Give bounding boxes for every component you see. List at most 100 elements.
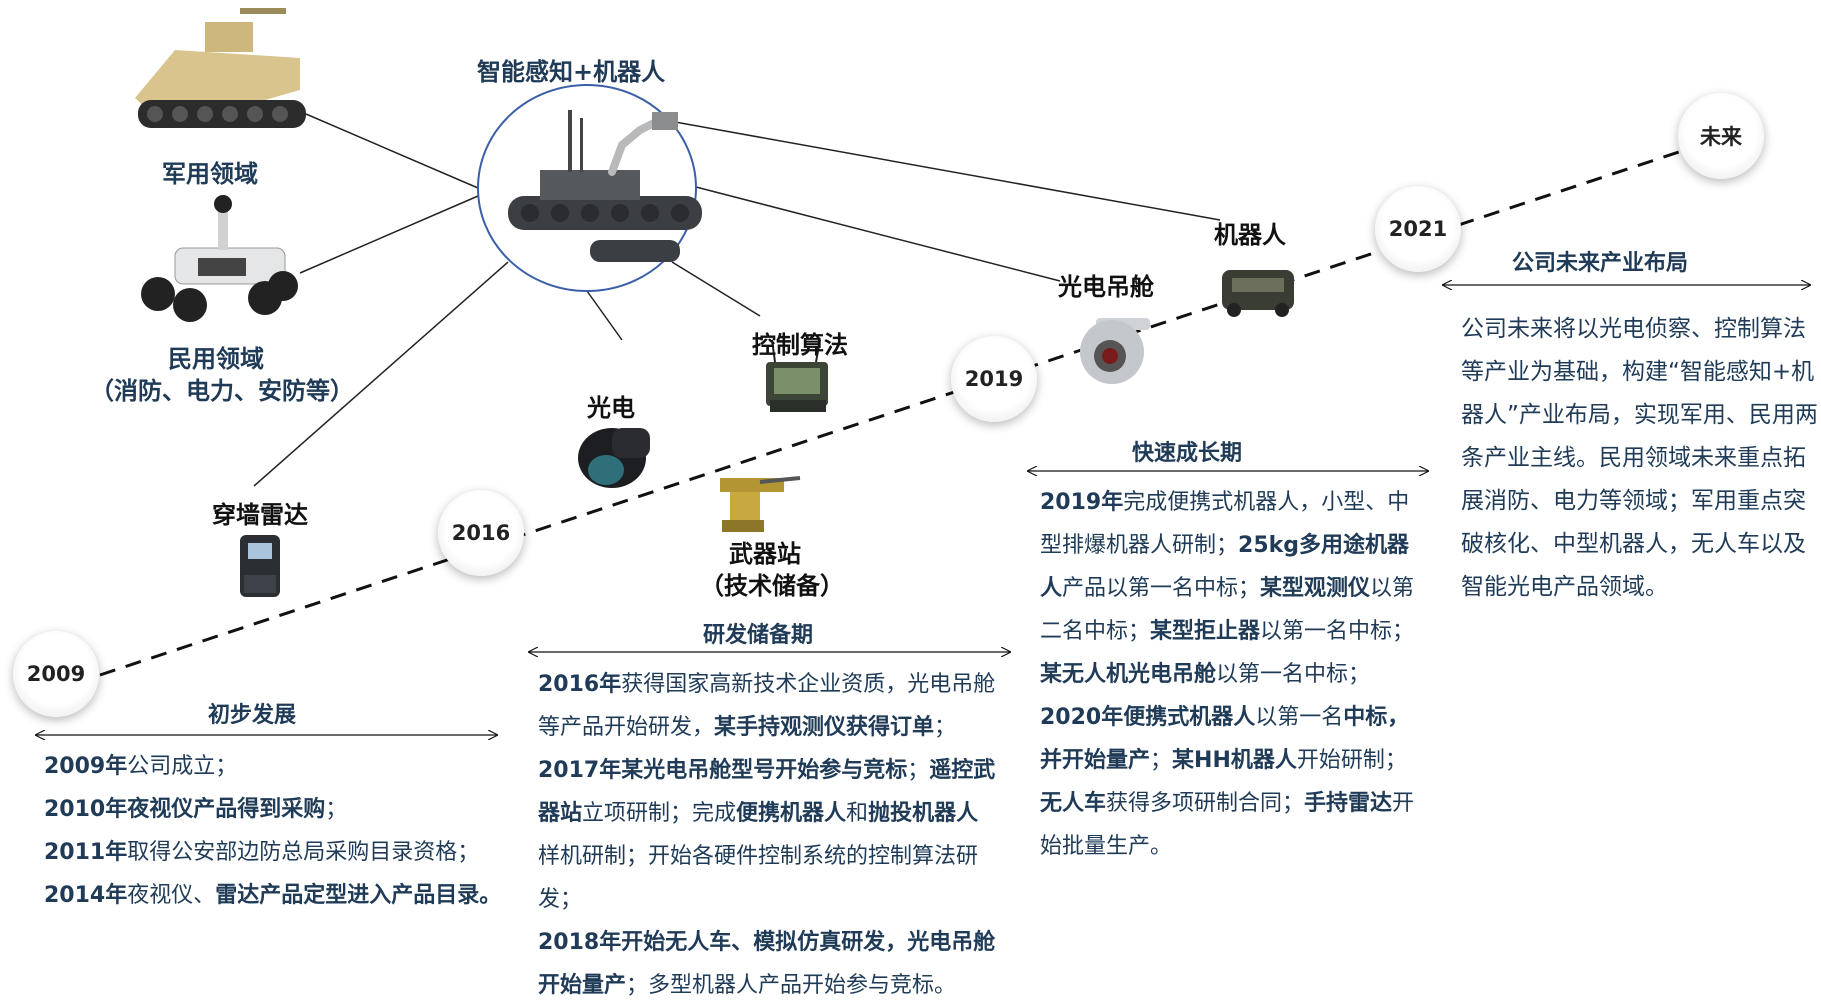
text-run: 型排爆机器人研制； [1040,533,1239,558]
control-console-image [766,339,828,412]
phase3-description: 2019年完成便携式机器人，小型、中型排爆机器人研制；25kg多用途机器人产品以… [1040,481,1414,868]
text-run: 以第一名中标； [1216,662,1371,687]
text-run: 取得公安部边防总局采购目录资格； [127,840,480,865]
military-tank-image [135,8,306,128]
text-run: 遥控武 [929,758,996,783]
optoelectronic-camera-image [578,428,650,488]
civil-label-line1: 民用领域 [168,345,264,373]
phase3-line: 并开始量产；某HH机器人开始研制； [1040,739,1414,782]
weapon-station-line2: （技术储备） [700,572,844,600]
text-run: 便携机器人 [736,801,847,826]
phase3-line: 2019年完成便携式机器人，小型、中 [1040,481,1414,524]
year-marker-2021: 2021 [1375,186,1461,272]
text-run: 公司成立； [127,754,238,779]
military-label: 军用领域 [162,160,258,188]
gimbal-pod-image [1080,318,1150,384]
text-run: 雷达产品定型进入产品目录。 [215,883,502,908]
year-marker-future: 未来 [1678,93,1764,179]
radar-device-image [240,535,280,597]
phase3-title: 快速成长期 [1132,441,1243,466]
phase1-line: 2014年夜视仪、雷达产品定型进入产品目录。 [44,874,501,917]
phase3-line: 无人车获得多项研制合同；手持雷达开 [1040,782,1414,825]
text-run: 样机研制；开始各硬件控制系统的控制算法研 [538,844,979,869]
text-run: 2009年 [44,754,128,779]
text-run: 产品以第一名中标； [1062,576,1261,601]
text-run: ；多型机器人产品开始参与竞标。 [626,973,957,998]
text-run: 抛投机器人 [868,801,979,826]
weapon-station-label: 武器站 （技术储备） [700,538,844,602]
text-run: 以第一名 [1255,705,1344,730]
phase2-line: 开始量产；多型机器人产品开始参与竞标。 [538,964,995,1007]
phase2-line: 样机研制；开始各硬件控制系统的控制算法研 [538,835,995,878]
phase2-line: 发； [538,878,995,921]
phase2-line: 2016年获得国家高新技术企业资质，光电吊舱 [538,663,995,706]
text-run: 2014年 [44,883,128,908]
text-run: 2019年 [1040,490,1124,515]
text-run: 2016年 [538,672,622,697]
text-run: 获得国家高新技术企业资质，光电吊舱 [621,672,996,697]
text-run: ； [1150,748,1173,773]
text-run: 某手持观测仪获得订单 [714,715,935,740]
text-run: ； [907,758,930,783]
text-run: 某HH机器人 [1172,748,1297,773]
control-algorithm-label: 控制算法 [752,331,848,359]
phase3-line: 二名中标；某型拒止器以第一名中标； [1040,610,1414,653]
text-run: 某型观测仪 [1260,576,1371,601]
text-run: 开始量产 [538,973,627,998]
phase1-description: 2009年公司成立；2010年夜视仪产品得到采购；2011年取得公安部边防总局采… [44,745,501,917]
text-run: 2010年夜视仪产品得到采购 [44,797,326,822]
text-run: 器站 [538,801,583,826]
gimbal-label: 光电吊舱 [1058,273,1154,301]
year-marker-2009: 2009 [13,631,99,717]
phase2-line: 器站立项研制；完成便携机器人和抛投机器人 [538,792,995,835]
text-run: ； [325,797,348,822]
text-run: 无人车 [1040,791,1107,816]
text-run: 以第一名中标； [1260,619,1415,644]
weapon-station-image [720,476,801,532]
future-description: 公司未来将以光电侦察、控制算法等产业为基础，构建“智能感知+机器人”产业布局，实… [1461,316,1818,600]
text-run: 2017年某光电吊舱型号开始参与竞标 [538,758,908,783]
text-run: ； [934,715,957,740]
text-run: 开 [1392,791,1415,816]
text-run: 人 [1040,576,1063,601]
text-run: 二名中标； [1040,619,1151,644]
civil-label: 民用领域 （消防、电力、安防等） [90,343,354,407]
phase3-line: 型排爆机器人研制；25kg多用途机器 [1040,524,1414,567]
text-run: 发； [538,887,583,912]
phase2-line: 2017年某光电吊舱型号开始参与竞标；遥控武 [538,749,995,792]
text-run: 夜视仪、 [127,883,216,908]
phase1-line: 2009年公司成立； [44,745,501,788]
text-run: 2011年 [44,840,128,865]
text-run: 2018年开始无人车、模拟仿真研发，光电吊舱 [538,930,996,955]
center-label: 智能感知+机器人 [477,58,666,86]
phase4-title: 公司未来产业布局 [1512,251,1689,276]
text-run: 2020年便携式机器人 [1040,705,1256,730]
phase1-line: 2010年夜视仪产品得到采购； [44,788,501,831]
phase3-line: 某无人机光电吊舱以第一名中标； [1040,653,1414,696]
phase2-title: 研发储备期 [703,623,814,648]
robot-label: 机器人 [1214,221,1286,249]
text-run: 获得多项研制合同； [1106,791,1305,816]
text-run: 某无人机光电吊舱 [1040,662,1217,687]
phase3-line: 人产品以第一名中标；某型观测仪以第 [1040,567,1414,610]
year-marker-2016: 2016 [438,490,524,576]
civil-robot-image [141,195,298,322]
phase1-line: 2011年取得公安部边防总局采购目录资格； [44,831,501,874]
optoelectronic-label: 光电 [587,394,635,422]
phase3-line: 始批量生产。 [1040,825,1414,868]
radar-label: 穿墙雷达 [212,501,308,529]
phase3-line: 2020年便携式机器人以第一名中标， [1040,696,1414,739]
text-run: 以第 [1370,576,1415,601]
phase2-line: 等产品开始研发，某手持观测仪获得订单； [538,706,995,749]
text-run: 和 [846,801,869,826]
phase2-description: 2016年获得国家高新技术企业资质，光电吊舱等产品开始研发，某手持观测仪获得订单… [538,663,995,1007]
text-run: 开始研制； [1296,748,1407,773]
text-run: 中标， [1343,705,1410,730]
text-run: 手持雷达 [1304,791,1393,816]
phase1-title: 初步发展 [208,703,297,728]
text-run: 完成便携式机器人，小型、中 [1123,490,1410,515]
small-robot-image [1222,270,1294,317]
text-run: 始批量生产。 [1040,834,1173,859]
weapon-station-line1: 武器站 [729,540,801,568]
